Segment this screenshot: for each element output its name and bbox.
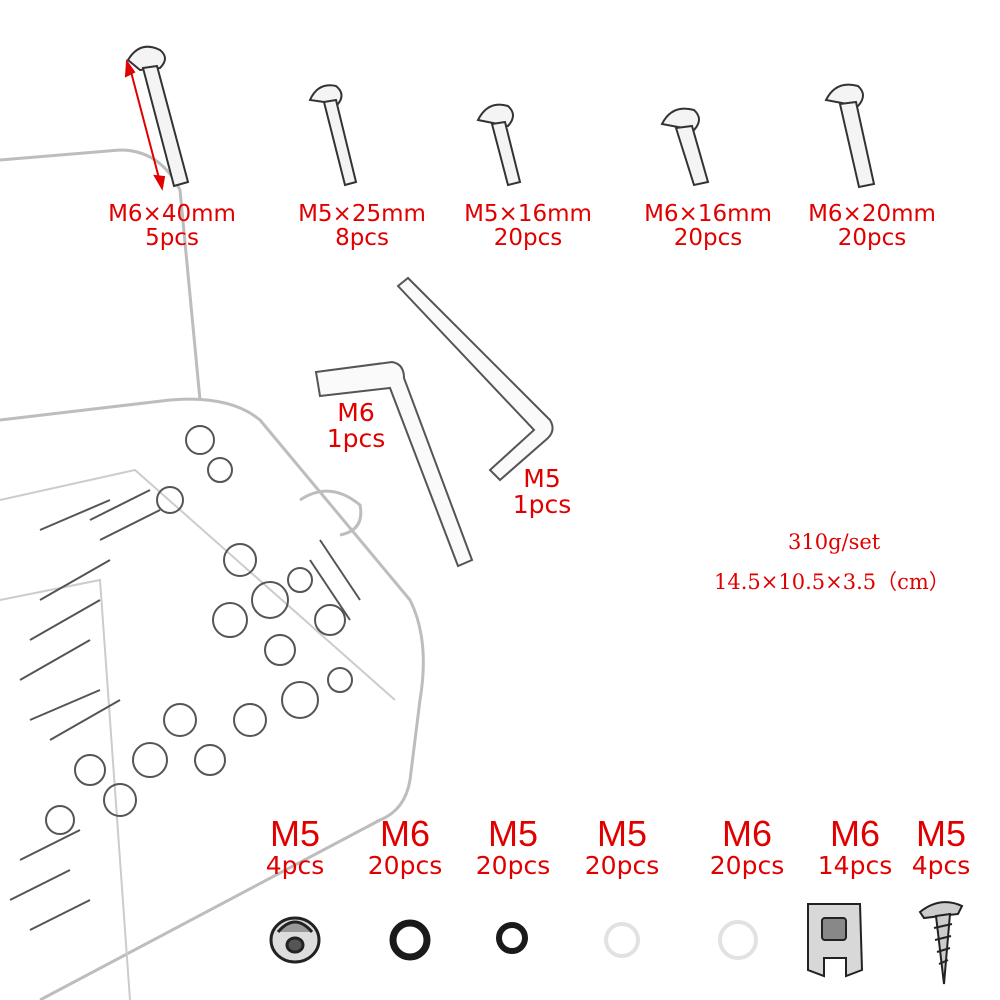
self-tapping-screw-icon	[918, 901, 964, 985]
part-qty: 20pcs	[709, 850, 785, 880]
u-clip-nut-icon	[807, 903, 864, 978]
screw-qty: 20pcs	[837, 225, 907, 252]
dimension-arrow-icon	[124, 59, 166, 191]
black-washer-icon	[389, 919, 431, 961]
part-qty: 20pcs	[367, 850, 443, 880]
part-size: M5	[915, 813, 966, 854]
cap-nut-icon	[269, 916, 321, 964]
screw-label-m6x40: M6×40mm 5pcs	[92, 202, 252, 250]
part-label-self-tapping-screw: M5 4pcs	[886, 815, 996, 879]
screw-m6x20-icon	[824, 83, 876, 189]
screw-size: M5×25mm	[298, 201, 426, 227]
part-size: M5	[487, 813, 538, 854]
part-label-cap-nut: M5 4pcs	[240, 815, 350, 879]
part-label-clear-washer: M5 20pcs	[567, 815, 677, 879]
screw-m6x16-icon	[660, 107, 710, 187]
part-size: M6	[721, 813, 772, 854]
hex-key-m5-icon	[396, 276, 554, 482]
screw-m5x16-icon	[476, 103, 522, 187]
part-size: M6	[829, 813, 880, 854]
part-qty: 14pcs	[817, 850, 893, 880]
screw-qty: 20pcs	[673, 225, 743, 252]
screw-qty: 8pcs	[335, 225, 389, 252]
screw-m6x40-icon	[126, 45, 190, 188]
part-label-black-washer: M6 20pcs	[350, 815, 460, 879]
hex-key-label-m6: M6 1pcs	[318, 398, 394, 454]
screw-size: M6×16mm	[644, 201, 772, 227]
black-washer-small-icon	[496, 922, 528, 954]
screw-size: M6×40mm	[108, 201, 236, 227]
part-qty: 20pcs	[584, 850, 660, 880]
parts-pile-icon	[9, 425, 361, 931]
hex-key-label-m5: M5 1pcs	[504, 464, 580, 520]
part-qty: 20pcs	[475, 850, 551, 880]
part-size: M5	[596, 813, 647, 854]
hex-key-size: M5	[523, 464, 561, 493]
screw-qty: 20pcs	[493, 225, 563, 252]
part-label-clear-washer-large: M6 20pcs	[692, 815, 802, 879]
part-qty: 4pcs	[265, 850, 325, 880]
screw-size: M5×16mm	[464, 201, 592, 227]
weight-spec: 310g/set	[788, 530, 881, 554]
clear-washer-large-icon	[718, 920, 758, 960]
hex-key-qty: 1pcs	[512, 490, 572, 520]
part-qty: 4pcs	[911, 850, 971, 880]
screw-size: M6×20mm	[808, 201, 936, 227]
screw-label-m6x16: M6×16mm 20pcs	[628, 202, 788, 250]
screw-label-m5x16: M5×16mm 20pcs	[448, 202, 608, 250]
screw-m5x25-icon	[308, 84, 358, 187]
screw-label-m5x25: M5×25mm 8pcs	[282, 202, 442, 250]
part-size: M5	[269, 813, 320, 854]
part-label-u-clip-nut: M6 14pcs	[800, 815, 910, 879]
hex-key-size: M6	[337, 398, 375, 427]
screw-label-m6x20: M6×20mm 20pcs	[792, 202, 952, 250]
clear-washer-icon	[604, 922, 640, 958]
hex-key-qty: 1pcs	[326, 424, 386, 454]
hex-key-m6-icon	[314, 360, 474, 568]
part-label-black-washer-small: M5 20pcs	[458, 815, 568, 879]
dimensions-spec: 14.5×10.5×3.5（cm）	[714, 570, 950, 594]
screw-qty: 5pcs	[145, 225, 199, 252]
part-size: M6	[379, 813, 430, 854]
